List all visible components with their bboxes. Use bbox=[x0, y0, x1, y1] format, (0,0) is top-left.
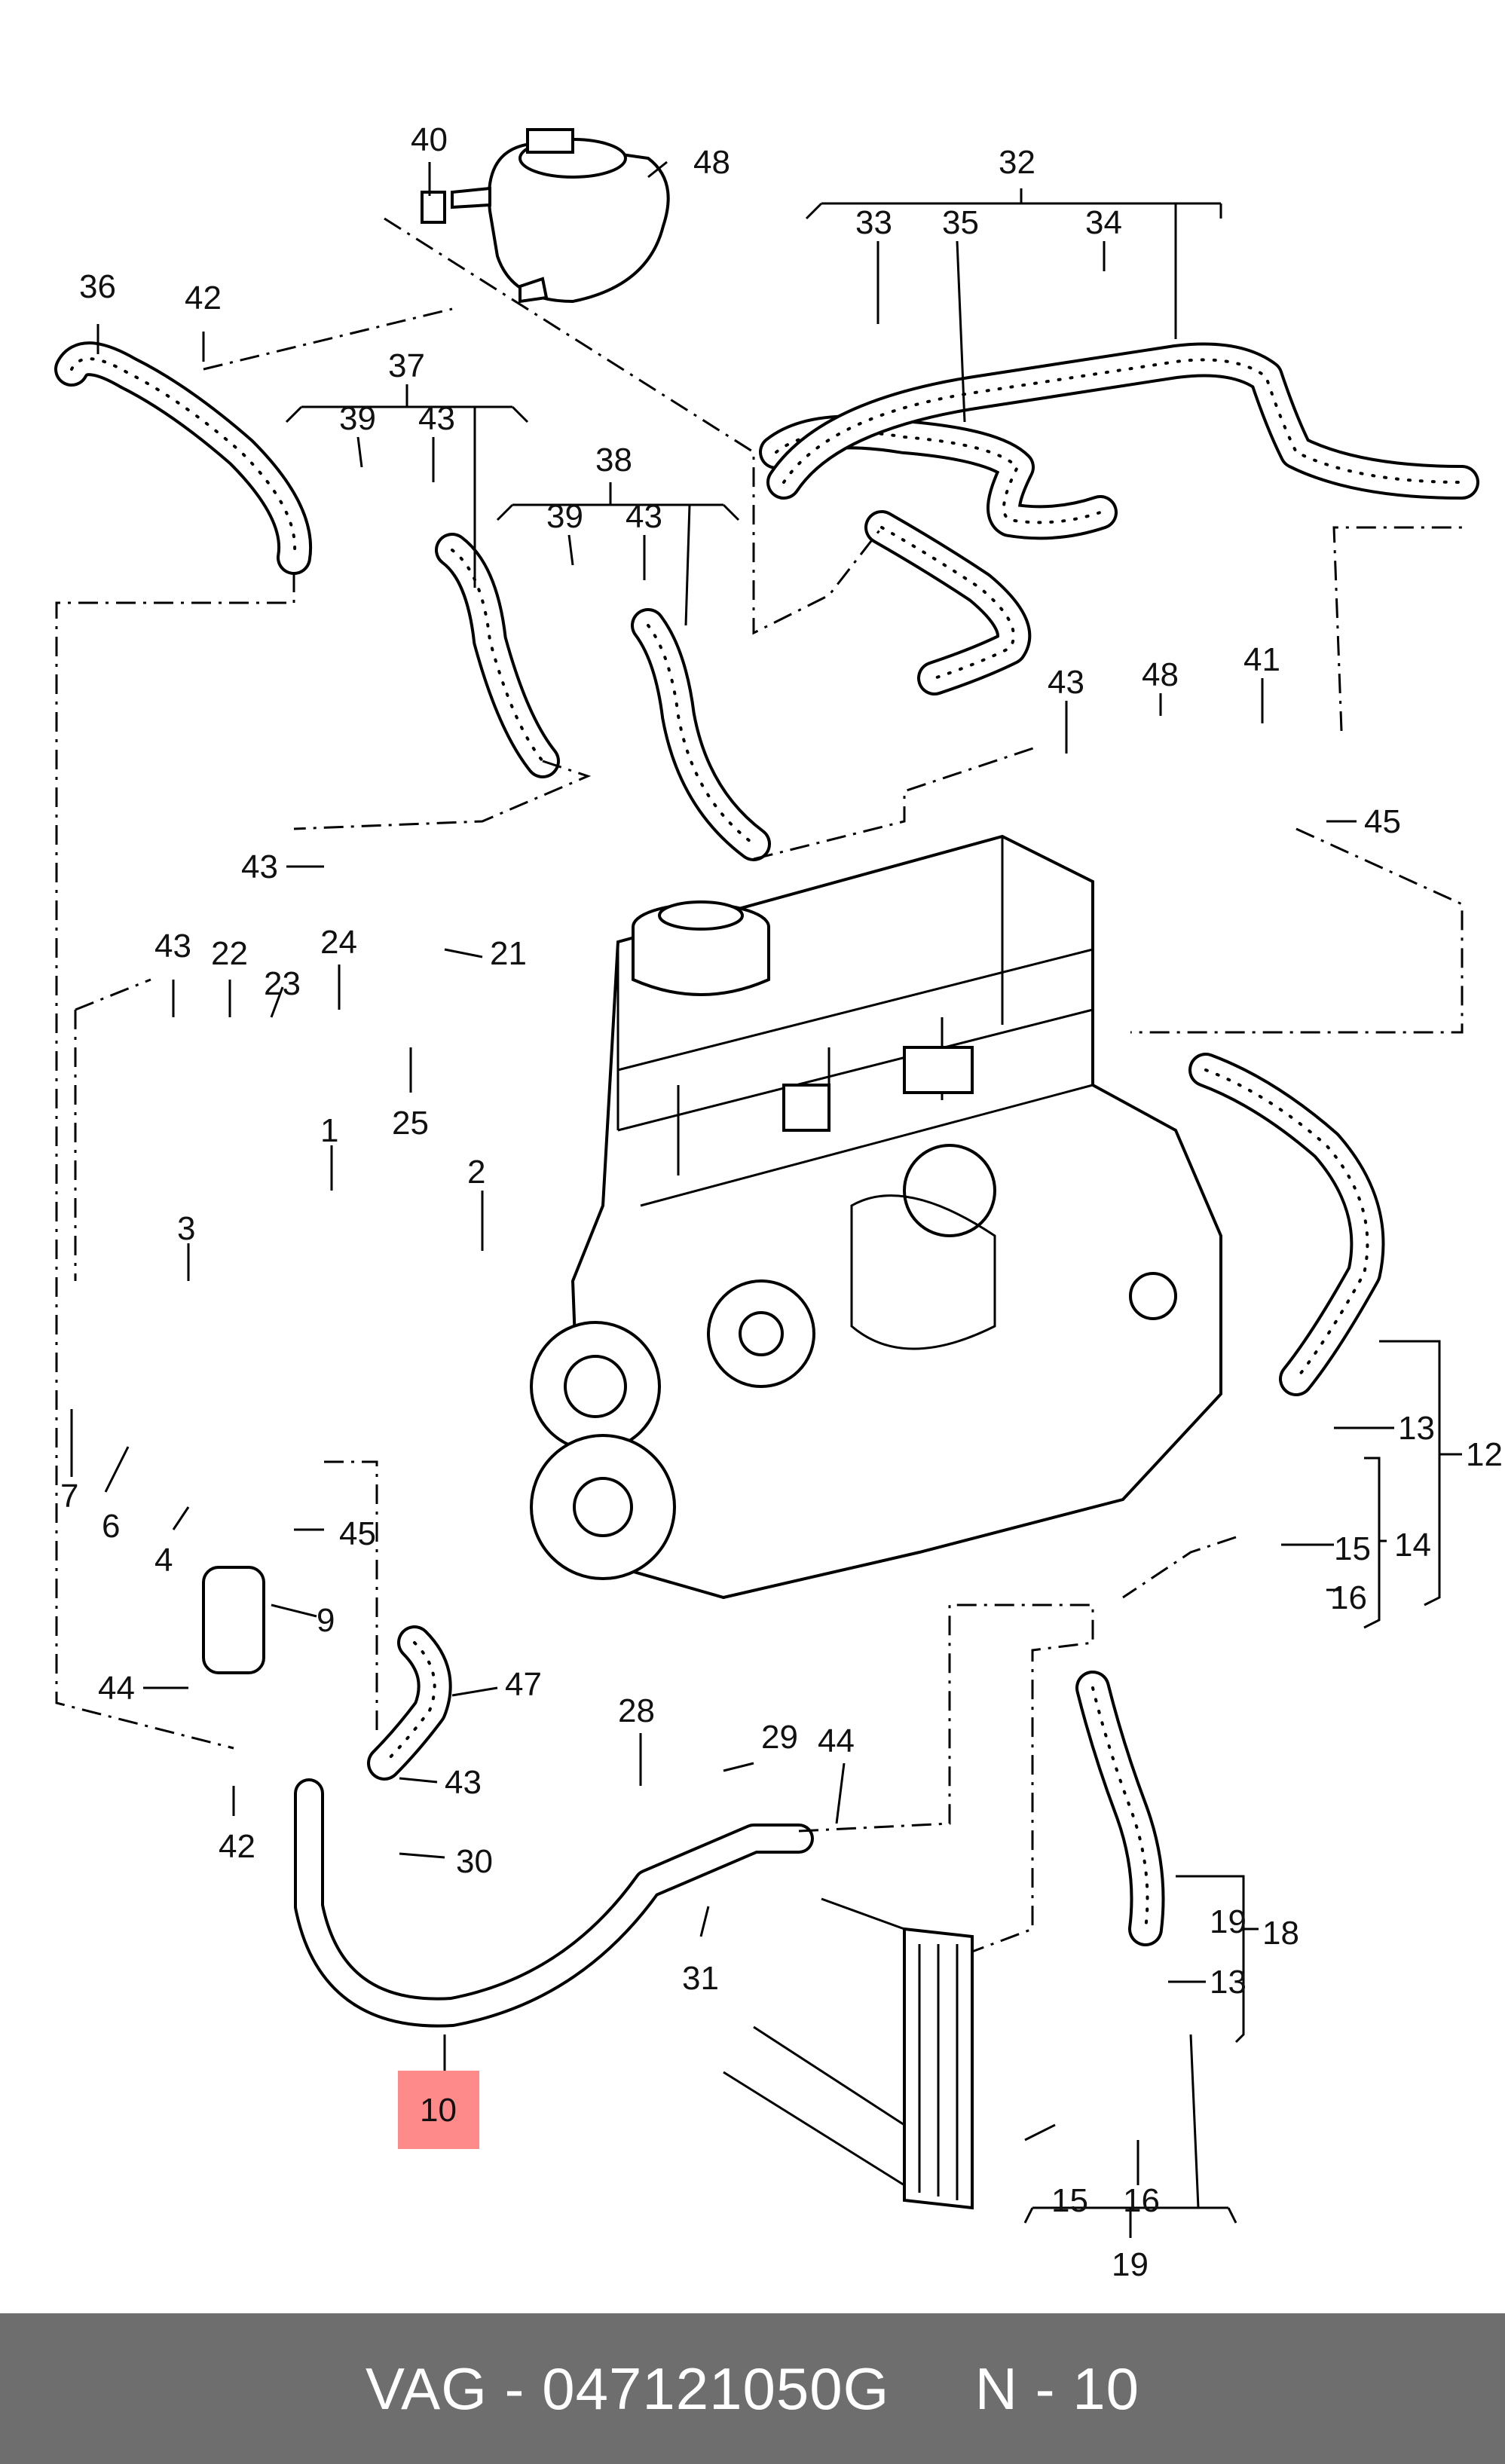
highlight-box bbox=[398, 2071, 479, 2149]
label-12: 12 bbox=[1466, 1436, 1503, 1473]
label-41: 41 bbox=[1243, 641, 1280, 678]
label-43: 43 bbox=[445, 1764, 482, 1801]
engine-block bbox=[530, 834, 1222, 1600]
radiator bbox=[723, 1897, 974, 2210]
label-18: 18 bbox=[1262, 1915, 1299, 1952]
label-23: 23 bbox=[264, 965, 301, 1002]
label-32: 32 bbox=[999, 144, 1035, 181]
separator: - bbox=[487, 2355, 543, 2422]
label-33: 33 bbox=[855, 204, 892, 241]
label-19: 19 bbox=[1112, 2246, 1149, 2283]
label-45: 45 bbox=[1364, 803, 1401, 840]
label-39: 39 bbox=[339, 400, 376, 437]
label-1: 1 bbox=[320, 1112, 338, 1149]
label-2: 2 bbox=[467, 1154, 485, 1191]
label-36: 36 bbox=[79, 268, 116, 305]
label-43: 43 bbox=[626, 498, 662, 535]
label-40: 40 bbox=[411, 121, 448, 158]
label-43: 43 bbox=[418, 400, 455, 437]
coolant-pipe-10 bbox=[294, 1778, 814, 2028]
label-14: 14 bbox=[1394, 1527, 1431, 1564]
label-45: 45 bbox=[339, 1515, 376, 1552]
label-13: 13 bbox=[1398, 1410, 1435, 1447]
label-28: 28 bbox=[618, 1692, 655, 1729]
label-43: 43 bbox=[1048, 664, 1084, 701]
label-15: 15 bbox=[1334, 1530, 1371, 1567]
label-21: 21 bbox=[490, 935, 527, 972]
label-29: 29 bbox=[761, 1719, 798, 1756]
label-47: 47 bbox=[505, 1666, 542, 1703]
label-10[interactable]: 10 bbox=[420, 2092, 457, 2129]
label-15: 15 bbox=[1051, 2182, 1088, 2219]
label-44: 44 bbox=[98, 1670, 135, 1707]
label-30: 30 bbox=[456, 1843, 493, 1880]
label-24: 24 bbox=[320, 924, 357, 961]
expansion-tank bbox=[421, 128, 670, 304]
label-4: 4 bbox=[154, 1542, 173, 1579]
footer-gap bbox=[889, 2355, 974, 2423]
label-43: 43 bbox=[154, 928, 191, 965]
label-19: 19 bbox=[1210, 1903, 1247, 1940]
label-6: 6 bbox=[102, 1508, 120, 1545]
label-7: 7 bbox=[60, 1478, 78, 1515]
label-25: 25 bbox=[392, 1105, 429, 1142]
label-16: 16 bbox=[1123, 2182, 1160, 2219]
hoses bbox=[54, 341, 1479, 1946]
label-48: 48 bbox=[693, 144, 730, 181]
label-38: 38 bbox=[595, 442, 632, 478]
brand: VAG bbox=[365, 2355, 488, 2422]
label-35: 35 bbox=[942, 204, 979, 241]
assembly-lines bbox=[55, 217, 1464, 1953]
label-34: 34 bbox=[1085, 204, 1122, 241]
leader-lines bbox=[70, 160, 1462, 2238]
part-labels: 40 48 32 33 35 34 36 42 37 39 43 38 39 4… bbox=[60, 121, 1503, 2283]
part-number: 047121050G bbox=[542, 2355, 890, 2422]
position-ref: N - 10 bbox=[974, 2355, 1140, 2422]
part-footer: VAG - 047121050G N - 10 bbox=[0, 2313, 1505, 2464]
label-16: 16 bbox=[1330, 1579, 1367, 1616]
label-22: 22 bbox=[211, 935, 248, 972]
label-44: 44 bbox=[818, 1723, 855, 1759]
label-37: 37 bbox=[388, 347, 425, 384]
label-43: 43 bbox=[241, 848, 278, 885]
label-48: 48 bbox=[1142, 656, 1179, 693]
label-39: 39 bbox=[546, 498, 583, 535]
label-42: 42 bbox=[185, 280, 222, 316]
label-31: 31 bbox=[682, 1960, 719, 1997]
label-9: 9 bbox=[317, 1602, 335, 1639]
label-13: 13 bbox=[1210, 1964, 1247, 2001]
label-42: 42 bbox=[219, 1828, 255, 1865]
parts-diagram: 40 48 32 33 35 34 36 42 37 39 43 38 39 4… bbox=[54, 121, 1503, 2283]
label-3: 3 bbox=[177, 1210, 195, 1247]
